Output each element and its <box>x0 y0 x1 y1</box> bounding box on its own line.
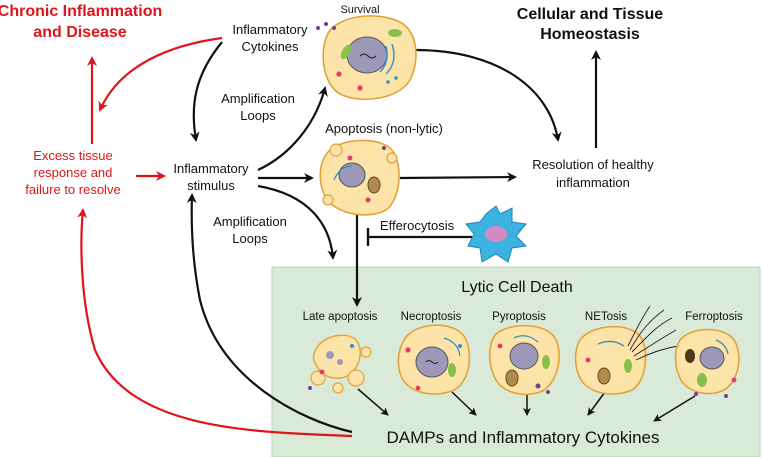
survival-label: Survival <box>340 4 379 16</box>
arrow-necroptosis-to-damps <box>451 391 477 416</box>
arrow-survival-to-resolution <box>414 48 562 142</box>
arrow-cytokines-to-stimulus <box>189 41 223 142</box>
arrow-apoptosis-to-resolution <box>399 172 517 183</box>
arrow-ferroptosis-to-damps <box>653 395 696 422</box>
cytokines-line1: Inflammatory <box>232 22 308 37</box>
survival-cell-icon <box>316 15 417 100</box>
ferroptosis-label: Ferroptosis <box>685 311 743 323</box>
cytokines-line2: Cytokines <box>241 39 299 54</box>
pyroptosis-cell-icon <box>488 324 560 396</box>
excess-line2: response and <box>34 165 113 180</box>
pyroptosis-label: Pyroptosis <box>492 311 546 323</box>
apoptosis-cell-icon <box>319 139 400 216</box>
stimulus-line2: stimulus <box>187 178 235 193</box>
homeostasis-line2: Homeostasis <box>540 26 640 43</box>
arrow-damps-to-excess <box>77 208 353 438</box>
lytic-title: Lytic Cell Death <box>461 279 572 296</box>
neutrophil-extracellular-trap-icon <box>627 305 679 361</box>
necroptosis-label: Necroptosis <box>401 311 462 323</box>
homeostasis-line1: Cellular and Tissue <box>517 6 664 23</box>
late-apoptosis-cell-icon <box>308 334 372 394</box>
arrow-netosis-to-damps <box>587 391 606 416</box>
excess-line1: Excess tissue <box>33 148 112 163</box>
late-apoptosis-label: Late apoptosis <box>303 311 378 323</box>
stimulus-line1: Inflammatory <box>173 161 249 176</box>
arrow-late-apoptosis-to-damps <box>357 388 389 416</box>
netosis-label: NETosis <box>585 311 627 323</box>
arrow-cytokines-to-excess <box>98 36 223 112</box>
efferocytosis-label: Efferocytosis <box>380 218 455 233</box>
damps-label: DAMPs and Inflammatory Cytokines <box>386 428 659 447</box>
netosis-cell-icon <box>574 305 679 395</box>
resolution-line2: inflammation <box>556 175 630 190</box>
ferroptosis-cell-icon <box>674 328 740 398</box>
amp-top-line1: Amplification <box>221 91 295 106</box>
chronic-title-line2: and Disease <box>33 24 126 41</box>
amp-bottom-line2: Loops <box>232 231 268 246</box>
necroptosis-cell-icon <box>397 324 471 395</box>
apoptosis-label: Apoptosis (non-lytic) <box>325 121 443 136</box>
excess-line3: failure to resolve <box>25 182 120 197</box>
chronic-title-line1: Chronic Inflammation <box>0 3 162 20</box>
arrow-damps-to-stimulus <box>186 193 353 434</box>
arrow-stimulus-to-late-apoptosis <box>257 184 338 260</box>
macrophage-icon <box>465 205 528 263</box>
amp-bottom-line1: Amplification <box>213 214 287 229</box>
amp-top-line2: Loops <box>240 108 276 123</box>
resolution-line1: Resolution of healthy <box>532 157 654 172</box>
arrow-stimulus-to-survival <box>257 86 328 171</box>
